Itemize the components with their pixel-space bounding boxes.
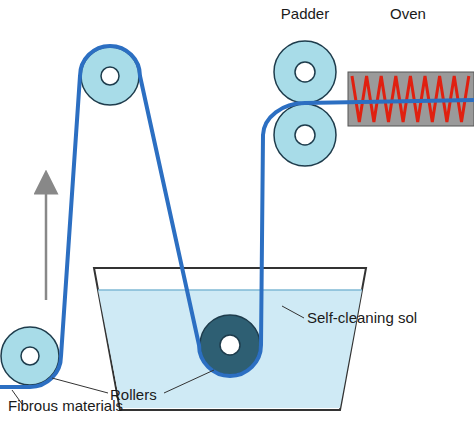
leader-lines [12,306,304,404]
fibrous-material [0,46,474,387]
oven-label: Oven [390,6,426,23]
sol-label: Self-cleaning sol [307,310,417,327]
direction-arrow [45,182,48,300]
material-label: Fibrous materials [8,398,123,415]
sol-liquid [98,290,362,408]
liquid-surface [98,289,362,291]
padder-label: Padder [281,6,329,23]
bath-outline [94,268,366,410]
